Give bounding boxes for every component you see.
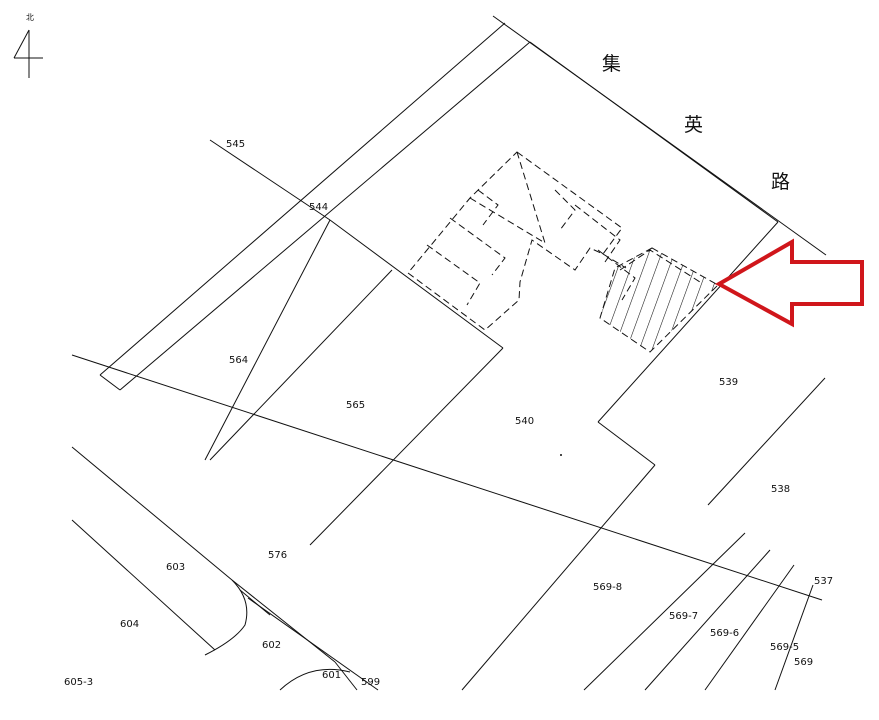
road-name-char-3: 路 <box>771 171 790 193</box>
lot-label-545: 545 <box>226 139 245 150</box>
lot-label-565: 565 <box>346 400 365 411</box>
lot-label-569-7: 569-7 <box>669 611 698 622</box>
building-footprint <box>407 151 701 331</box>
lot-label-569-5: 569-5 <box>770 642 799 653</box>
survey-point <box>560 454 562 456</box>
hatched-target-parcel <box>599 247 719 353</box>
lot-label-537: 537 <box>814 576 833 587</box>
lot-label-599: 599 <box>361 677 380 688</box>
north-label: 北 <box>26 13 34 22</box>
lot-label-604: 604 <box>120 619 139 630</box>
lot-label-544: 544 <box>309 202 328 213</box>
lot-label-605-3: 605-3 <box>64 677 93 688</box>
lot-label-569: 569 <box>794 657 813 668</box>
lot-label-564: 564 <box>229 355 248 366</box>
north-arrow-icon <box>13 29 43 78</box>
road-name-char-1: 集 <box>602 53 621 75</box>
lot-label-576: 576 <box>268 550 287 561</box>
lot-label-601: 601 <box>322 670 341 681</box>
lot-label-603: 603 <box>166 562 185 573</box>
lot-label-540: 540 <box>515 416 534 427</box>
lot-label-569-6: 569-6 <box>710 628 739 639</box>
lot-label-602: 602 <box>262 640 281 651</box>
road-name-char-2: 英 <box>684 114 703 136</box>
lot-label-569-8: 569-8 <box>593 582 622 593</box>
highlight-arrow-icon <box>714 238 864 328</box>
lot-label-538: 538 <box>771 484 790 495</box>
parcel-lines <box>71 22 826 691</box>
lot-label-539: 539 <box>719 377 738 388</box>
